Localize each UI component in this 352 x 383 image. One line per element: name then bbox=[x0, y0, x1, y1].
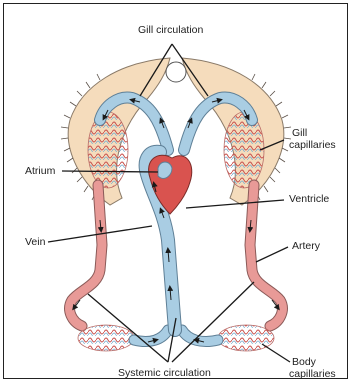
top-circle bbox=[166, 62, 186, 82]
ventricle-label: Ventricle bbox=[289, 193, 329, 205]
left-body-capillaries bbox=[78, 325, 134, 351]
left-gill-capillaries bbox=[88, 112, 128, 188]
gill-capillaries-label-line2: capillaries bbox=[289, 139, 336, 151]
gill-capillaries-label-line1: Gill bbox=[292, 127, 307, 139]
systemic-circulation-label: Systemic circulation bbox=[118, 367, 211, 379]
right-body-capillaries bbox=[218, 325, 274, 351]
body-capillaries-leader bbox=[262, 344, 290, 362]
vein-label: Vein bbox=[25, 236, 45, 248]
artery-label: Artery bbox=[292, 240, 320, 252]
gill-circulation-label: Gill circulation bbox=[138, 24, 203, 36]
right-gill-capillaries bbox=[224, 112, 264, 188]
artery-leader bbox=[256, 247, 288, 262]
body-capillaries-label-line1: Body bbox=[292, 356, 316, 368]
body-capillaries-label-line2: capillaries bbox=[289, 368, 336, 380]
atrium-label: Atrium bbox=[25, 165, 55, 177]
